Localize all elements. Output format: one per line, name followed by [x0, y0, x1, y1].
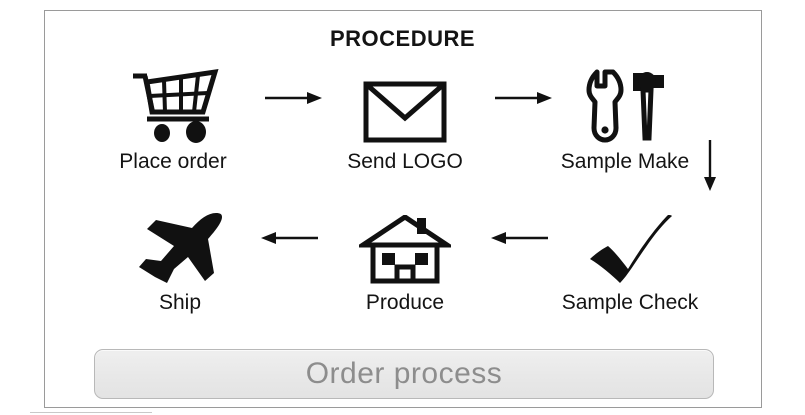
step-label: Ship: [158, 291, 202, 314]
house-icon: [320, 203, 490, 285]
arrow-left-icon: [260, 228, 318, 248]
page-title: PROCEDURE: [329, 26, 476, 51]
step-sample-check: Sample Check: [545, 203, 715, 314]
step-produce: Produce: [320, 203, 490, 314]
checkmark-icon: [545, 203, 715, 285]
step-label: Sample Make: [560, 150, 690, 173]
envelope-icon: [320, 62, 490, 144]
step-label: Send LOGO: [347, 150, 463, 173]
step-ship: Ship: [95, 203, 265, 314]
step-place-order: Place order: [88, 62, 258, 173]
arrow-right-icon: [265, 88, 323, 108]
step-sample-make: Sample Make: [540, 62, 710, 173]
airplane-icon: [95, 203, 265, 285]
order-process-button[interactable]: Order process: [94, 349, 714, 399]
step-label: Place order: [119, 150, 227, 173]
step-send-logo: Send LOGO: [320, 62, 490, 173]
step-label: Sample Check: [561, 291, 699, 314]
shopping-cart-icon: [88, 62, 258, 144]
arrow-down-icon: [700, 140, 720, 192]
order-process-label: Order process: [305, 357, 503, 390]
bottom-divider-rule: [30, 412, 152, 413]
arrow-left-icon: [490, 228, 548, 248]
step-label: Produce: [365, 291, 445, 314]
arrow-right-icon: [495, 88, 553, 108]
wrench-hammer-icon: [540, 62, 710, 144]
